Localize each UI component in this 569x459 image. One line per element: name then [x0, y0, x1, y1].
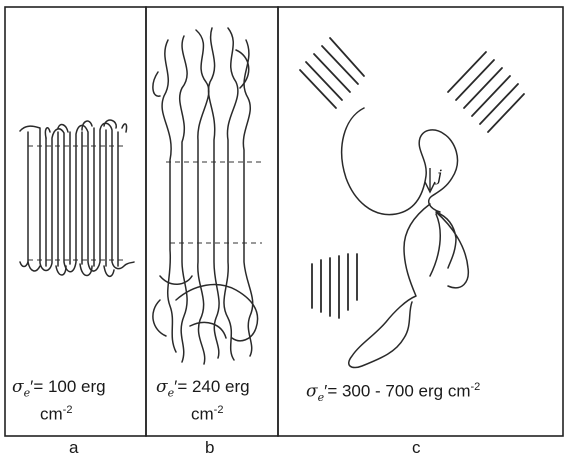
caption-c: σe′= 300 - 700 erg cm-2: [306, 377, 480, 408]
panel-label-a: a: [69, 438, 78, 458]
annotation-j: j: [437, 166, 442, 186]
folded-chain-b-strand-1: [162, 40, 176, 352]
panel-c-chain: [300, 38, 524, 368]
folded-chain-b-strand-2: [180, 36, 187, 362]
folded-chain-b-strand-4: [208, 28, 219, 358]
folded-chain-b-strand-3: [196, 30, 209, 364]
panel-label-c: c: [412, 438, 421, 458]
folded-chain-b-strand-5: [224, 28, 238, 360]
panel-b-chain: [153, 28, 264, 364]
random-chain-c: [342, 108, 469, 368]
panel-a-chain: [20, 120, 134, 276]
caption-b-line2: cm-2: [191, 400, 223, 425]
stem-bundle: [448, 52, 486, 92]
folded-chain-b-strand-6: [243, 40, 252, 356]
panel-label-b: b: [205, 438, 214, 458]
folded-chain-a-stems-extra: [28, 128, 118, 266]
panel-c-frame: [278, 7, 563, 436]
caption-a-line2: cm-2: [40, 400, 72, 425]
panel-b-frame: [146, 7, 278, 436]
